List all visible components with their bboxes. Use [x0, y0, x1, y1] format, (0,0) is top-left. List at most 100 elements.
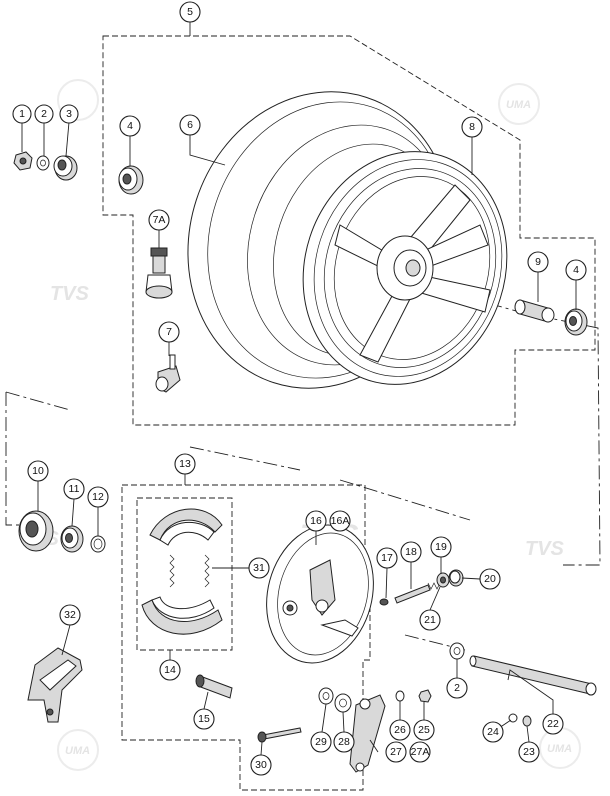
svg-text:25: 25 [418, 724, 430, 736]
brake-shoe-part [141, 596, 223, 635]
watermark-badge-ring [498, 83, 540, 125]
svg-text:3: 3 [66, 108, 72, 120]
rod-part [394, 584, 431, 604]
callout-32: 32 [59, 604, 81, 626]
nut-part [418, 689, 432, 703]
callout-27: 27 [385, 741, 407, 763]
svg-text:20: 20 [484, 573, 496, 585]
centerline [5, 392, 20, 526]
callout-3: 3 [59, 104, 79, 124]
bolt-part [257, 727, 302, 743]
callout-31: 31 [248, 557, 270, 579]
callout-23: 23 [518, 741, 540, 763]
svg-text:7A: 7A [153, 214, 166, 226]
callout-6: 6 [179, 114, 201, 136]
watermark-badge: UMA [506, 99, 531, 111]
callout-16a: 16A [329, 510, 351, 532]
washer-part [318, 687, 334, 705]
nut-part [13, 151, 33, 171]
callout-2: 2 [34, 104, 54, 124]
callout-17: 17 [376, 547, 398, 569]
adjuster-nut-part [448, 569, 464, 587]
callout-24: 24 [482, 721, 504, 743]
callout-5: 5 [179, 1, 201, 23]
leader-lines [21, 22, 577, 756]
washer-part [36, 155, 50, 171]
washer-part [449, 642, 465, 660]
callout-9: 9 [527, 251, 549, 273]
nut-part [522, 715, 532, 727]
svg-text:11: 11 [69, 483, 80, 495]
svg-text:4: 4 [573, 264, 579, 276]
svg-text:16A: 16A [331, 515, 350, 527]
watermark-badge-ring [57, 729, 99, 771]
brake-arm-part [349, 694, 386, 773]
svg-text:13: 13 [179, 458, 191, 470]
callout-7a: 7A [148, 209, 170, 231]
washer-part [334, 693, 352, 713]
callout-19: 19 [430, 536, 452, 558]
svg-text:6: 6 [187, 119, 193, 131]
svg-text:4: 4 [127, 120, 133, 132]
callout-1: 1 [12, 104, 32, 124]
svg-text:7: 7 [166, 326, 172, 338]
bearing-part [564, 308, 588, 336]
rim-part [302, 151, 508, 385]
callout-16: 16 [305, 510, 327, 532]
callout-25: 25 [413, 719, 435, 741]
brake-shoe-boundary [136, 497, 233, 651]
bearing-part [118, 165, 144, 195]
centerline [339, 479, 471, 521]
svg-text:23: 23 [523, 746, 535, 758]
svg-text:31: 31 [253, 562, 265, 574]
callout-20: 20 [479, 568, 501, 590]
circlip-part [90, 535, 106, 553]
callout-18: 18 [400, 541, 422, 563]
pin-part [379, 598, 389, 606]
svg-text:24: 24 [487, 726, 499, 738]
spacer-part [514, 299, 555, 323]
svg-text:1: 1 [19, 108, 25, 120]
tubeless-valve-part [145, 247, 173, 299]
callout-13: 13 [174, 453, 196, 475]
brake-panel-part [266, 524, 374, 664]
callout-14: 14 [159, 659, 181, 681]
callout-30: 30 [250, 754, 272, 776]
svg-text:17: 17 [381, 552, 393, 564]
assembly-boundaries [5, 35, 601, 791]
watermark-badge-ring [57, 79, 99, 121]
svg-text:29: 29 [315, 736, 327, 748]
callout-11: 11 [63, 478, 85, 500]
svg-text:30: 30 [255, 759, 267, 771]
collar-nut-part [53, 155, 78, 181]
svg-text:12: 12 [92, 491, 104, 503]
callout-15: 15 [193, 708, 215, 730]
bracket-part [27, 647, 83, 723]
svg-text:9: 9 [535, 256, 541, 268]
callout-10: 10 [27, 460, 49, 482]
svg-text:21: 21 [424, 614, 436, 626]
callout-2-lower: 2 [446, 677, 468, 699]
callout-27a: 27A [409, 741, 431, 763]
callout-28: 28 [333, 731, 355, 753]
svg-text:2: 2 [454, 682, 460, 694]
callout-26: 26 [389, 719, 411, 741]
brake-shoe-part [149, 508, 223, 546]
callout-4: 4 [119, 115, 141, 137]
svg-text:15: 15 [198, 713, 210, 725]
svg-text:16: 16 [310, 515, 322, 527]
callout-21: 21 [419, 609, 441, 631]
watermark-tvs: TVS [525, 538, 565, 560]
svg-text:26: 26 [394, 724, 406, 736]
watermark-badge: UMA [547, 743, 572, 755]
watermark-tvs: TVS [50, 283, 90, 305]
centerline [189, 446, 301, 471]
watermark-badge: UMA [65, 745, 90, 757]
callout-22: 22 [542, 713, 564, 735]
callout-29: 29 [310, 731, 332, 753]
svg-text:18: 18 [405, 546, 417, 558]
bearing-part [60, 525, 84, 553]
svg-text:19: 19 [435, 541, 447, 553]
svg-text:5: 5 [187, 6, 193, 18]
svg-text:10: 10 [32, 465, 44, 477]
